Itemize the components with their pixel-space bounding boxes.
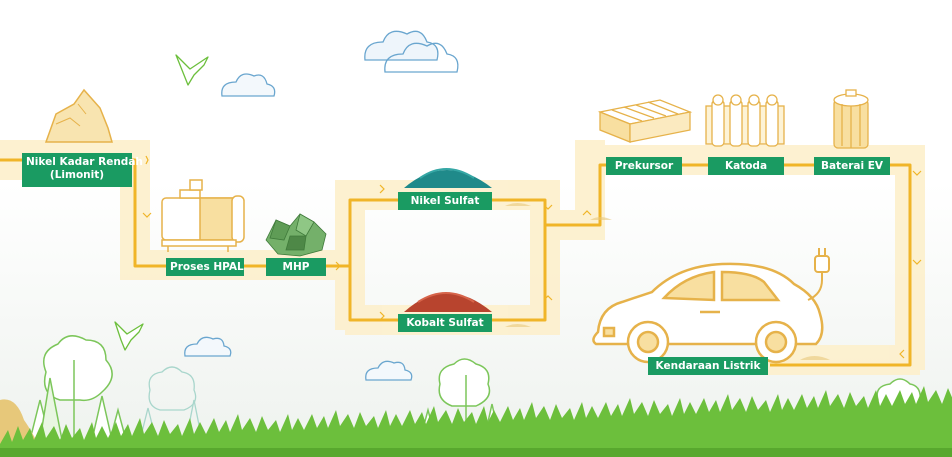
tree-icon <box>29 335 127 441</box>
label-katoda: Katoda <box>708 157 784 175</box>
ore-pile-icon <box>44 88 113 143</box>
label-kendaraan-listrik: Kendaraan Listrik <box>648 357 768 375</box>
battery-cell-icon <box>833 89 869 149</box>
precursor-block-icon <box>597 99 693 143</box>
cathode-tubes-icon <box>705 94 785 147</box>
plug-icon <box>807 248 830 301</box>
label-nikel-kadar-rendah-line1: Nikel Kadar Rendah <box>26 156 143 168</box>
label-nikel-sulfat: Nikel Sulfat <box>398 192 492 210</box>
label-mhp: MHP <box>266 258 326 276</box>
label-kobalt-sulfat: Kobalt Sulfat <box>398 314 492 332</box>
bird-icon <box>114 54 209 351</box>
cloud-icon <box>364 30 459 73</box>
hpal-machine-icon <box>161 179 245 252</box>
label-baterai-ev: Baterai EV <box>814 157 890 175</box>
label-nikel-kadar-rendah-line2: (Limonit) <box>49 169 105 181</box>
electric-car-icon <box>592 262 824 364</box>
cloud-icon <box>365 360 413 381</box>
mhp-crystal-icon <box>265 213 327 257</box>
cloud-icon <box>221 73 276 97</box>
label-nikel-kadar-rendah: Nikel Kadar Rendah (Limonit) <box>22 153 143 187</box>
cobalt-sulfate-pile-icon <box>404 292 492 312</box>
nickel-sulfate-pile-icon <box>404 168 492 188</box>
cloud-icon <box>184 336 232 357</box>
flow-arrows <box>142 155 922 359</box>
grass-icon <box>0 386 952 457</box>
label-prekursor: Prekursor <box>606 157 682 175</box>
label-proses-hpal: Proses HPAL <box>166 258 244 276</box>
